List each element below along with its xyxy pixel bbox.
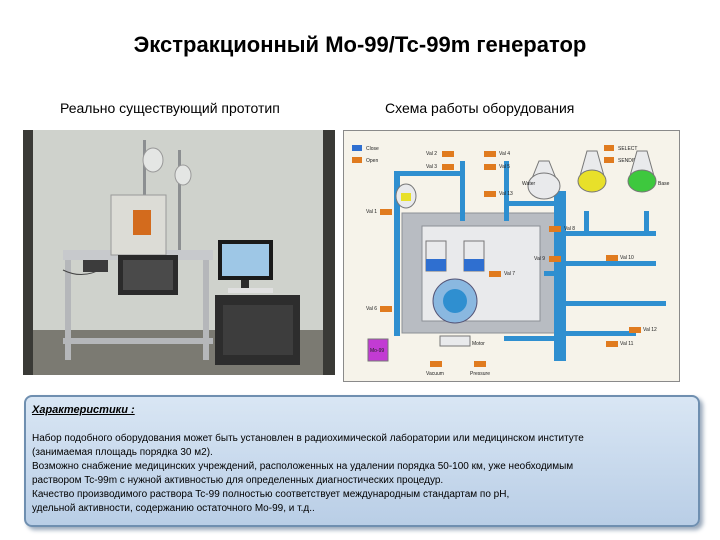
- sending-indicator-icon: [604, 157, 614, 163]
- characteristics-line: удельной активности, содержанию остаточн…: [32, 503, 315, 514]
- close-indicator-icon: [352, 145, 362, 151]
- characteristics-panel: Характеристики : Набор подобного оборудо…: [24, 395, 700, 527]
- characteristics-heading: Характеристики :: [32, 404, 135, 416]
- valve-10-label: Val 10: [620, 255, 634, 261]
- characteristics-line: Набор подобного оборудования может быть …: [32, 433, 584, 444]
- vacuum-label: Vacuum: [426, 371, 444, 377]
- open-indicator-icon: [352, 157, 362, 163]
- valve-5-label: Val 5: [499, 164, 510, 170]
- valve-8-label: Val 8: [564, 226, 575, 232]
- page-title: Экстракционный Mo-99/Tc-99m генератор: [133, 32, 587, 57]
- sending-button[interactable]: SENDING: [618, 158, 641, 164]
- characteristics-line: (занимаемая площадь порядка 30 м2).: [32, 447, 213, 458]
- legend-close: Close: [366, 146, 379, 152]
- equipment-schema: Close Open SELECT SENDING: [343, 130, 680, 382]
- pressure-label: Pressure: [470, 371, 490, 377]
- schema-diagram: Close Open SELECT SENDING: [352, 145, 670, 377]
- base-label: Base: [658, 181, 670, 187]
- characteristics-text: Набор подобного оборудования может быть …: [32, 432, 692, 516]
- characteristics-line: Качество производимого раствора Tc-99 по…: [32, 489, 510, 500]
- valve-4-label: Val 4: [499, 151, 510, 157]
- valve-11-label: Val 11: [620, 341, 634, 347]
- characteristics-line: Возможно снабжение медицинских учреждени…: [32, 461, 574, 472]
- prototype-illustration: [23, 130, 335, 375]
- valve-6-label: Val 6: [366, 306, 377, 312]
- valve-12-label: Val 12: [643, 327, 657, 333]
- select-indicator-icon: [604, 145, 614, 151]
- valve-7-label: Val 7: [504, 271, 515, 277]
- mo99-tank-label: Mo-99: [370, 348, 384, 354]
- characteristics-line: раствором Tc-99m с нужной активностью дл…: [32, 475, 444, 486]
- schema-caption: Схема работы оборудования: [385, 100, 575, 116]
- select-button[interactable]: SELECT: [618, 146, 637, 152]
- motor-label: Motor: [472, 341, 485, 347]
- prototype-photo: [23, 130, 335, 375]
- valve-1-label: Val 1: [366, 209, 377, 215]
- photo-caption: Реально существующий прототип: [60, 100, 280, 116]
- valve-9-label: Val 9: [534, 256, 545, 262]
- valve-13-label: Val 13: [499, 191, 513, 197]
- water-label: Water: [522, 181, 535, 187]
- valve-3-label: Val 3: [426, 164, 437, 170]
- valve-2-label: Val 2: [426, 151, 437, 157]
- legend-open: Open: [366, 158, 378, 164]
